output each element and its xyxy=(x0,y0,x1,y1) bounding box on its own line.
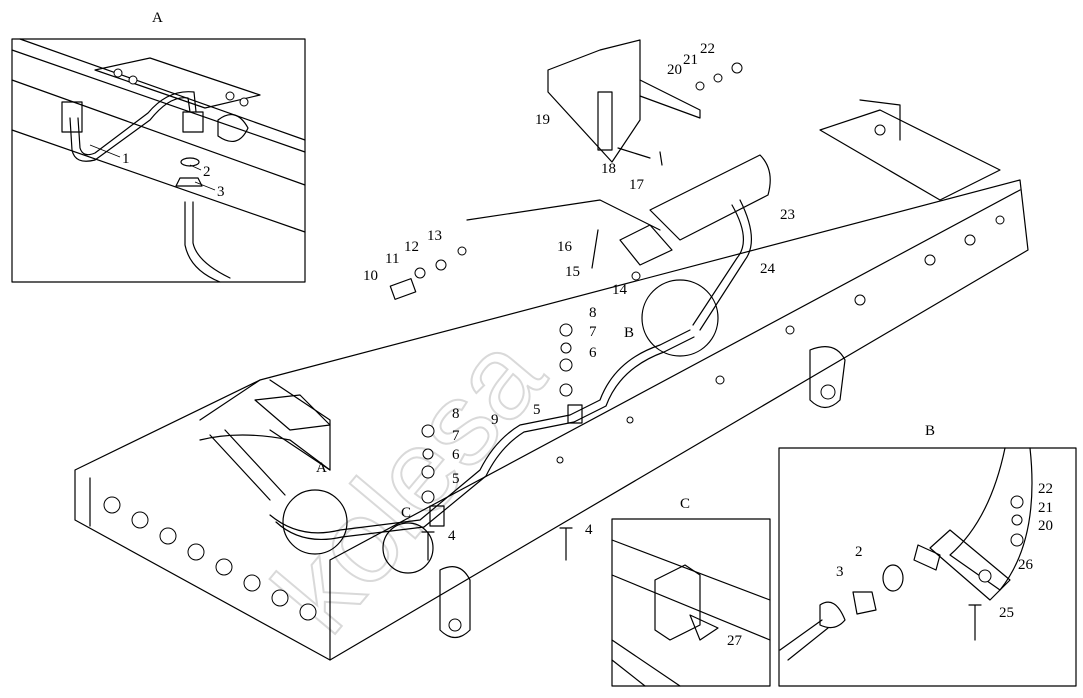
callout-title-b: B xyxy=(925,423,935,439)
callout-a-2: 2 xyxy=(203,164,211,180)
callout-p11: 11 xyxy=(385,251,399,267)
callout-p22: 22 xyxy=(700,41,715,57)
callout-p7b: 7 xyxy=(589,324,597,340)
callout-b26: 26 xyxy=(1018,557,1034,573)
callout-b3: 3 xyxy=(836,564,844,580)
callout-view-a: A xyxy=(316,460,327,476)
callout-p6b: 6 xyxy=(589,345,597,361)
callout-p21: 21 xyxy=(683,52,698,68)
callout-title-c: C xyxy=(680,496,690,512)
callout-p8a: 8 xyxy=(452,406,460,422)
callout-p5b: 5 xyxy=(533,402,541,418)
callout-title-a: A xyxy=(152,10,163,26)
vehicle-frame xyxy=(74,99,1029,661)
callout-c27: 27 xyxy=(727,633,743,649)
bracket-assembly xyxy=(547,39,743,166)
small-parts xyxy=(389,229,641,561)
callout-p12: 12 xyxy=(404,239,419,255)
callout-p24: 24 xyxy=(760,261,776,277)
callout-p4b: 4 xyxy=(585,522,593,538)
callout-p9: 9 xyxy=(491,412,499,428)
callout-b20: 20 xyxy=(1038,518,1053,534)
callout-p16: 16 xyxy=(557,239,573,255)
callout-p17: 17 xyxy=(629,177,645,193)
callout-p7a: 7 xyxy=(452,428,460,444)
callout-b21: 21 xyxy=(1038,500,1053,516)
leader-line xyxy=(89,144,121,158)
detail-circle-c xyxy=(382,522,434,574)
callout-b22: 22 xyxy=(1038,481,1053,497)
callout-b25: 25 xyxy=(999,605,1014,621)
inset-a xyxy=(11,38,306,283)
inset-c xyxy=(611,518,771,687)
callout-p18: 18 xyxy=(601,161,616,177)
callout-p4a: 4 xyxy=(448,528,456,544)
callout-a-3: 3 xyxy=(217,184,225,200)
detail-circle-b xyxy=(641,279,719,357)
callout-p6a: 6 xyxy=(452,447,460,463)
frame-holes xyxy=(103,124,1005,632)
callout-p19: 19 xyxy=(535,112,550,128)
callout-p20: 20 xyxy=(667,62,682,78)
callout-p15: 15 xyxy=(565,264,580,280)
clutch-cylinder xyxy=(466,154,771,331)
detail-circle-a xyxy=(282,489,348,555)
callout-p10: 10 xyxy=(363,268,378,284)
callout-p8b: 8 xyxy=(589,305,597,321)
callout-p13: 13 xyxy=(427,228,442,244)
callout-p14: 14 xyxy=(612,282,628,298)
callout-view-c: C xyxy=(401,505,411,521)
leader-line xyxy=(189,164,202,171)
leader-line xyxy=(194,181,216,191)
callout-p23: 23 xyxy=(780,207,795,223)
callout-b2: 2 xyxy=(855,544,863,560)
clutch-pipe xyxy=(269,329,695,540)
callout-p5a: 5 xyxy=(452,471,460,487)
callout-a-1: 1 xyxy=(122,151,130,167)
watermark: kolesa xyxy=(249,310,570,656)
callout-view-b: B xyxy=(624,325,634,341)
inset-b xyxy=(778,447,1077,687)
